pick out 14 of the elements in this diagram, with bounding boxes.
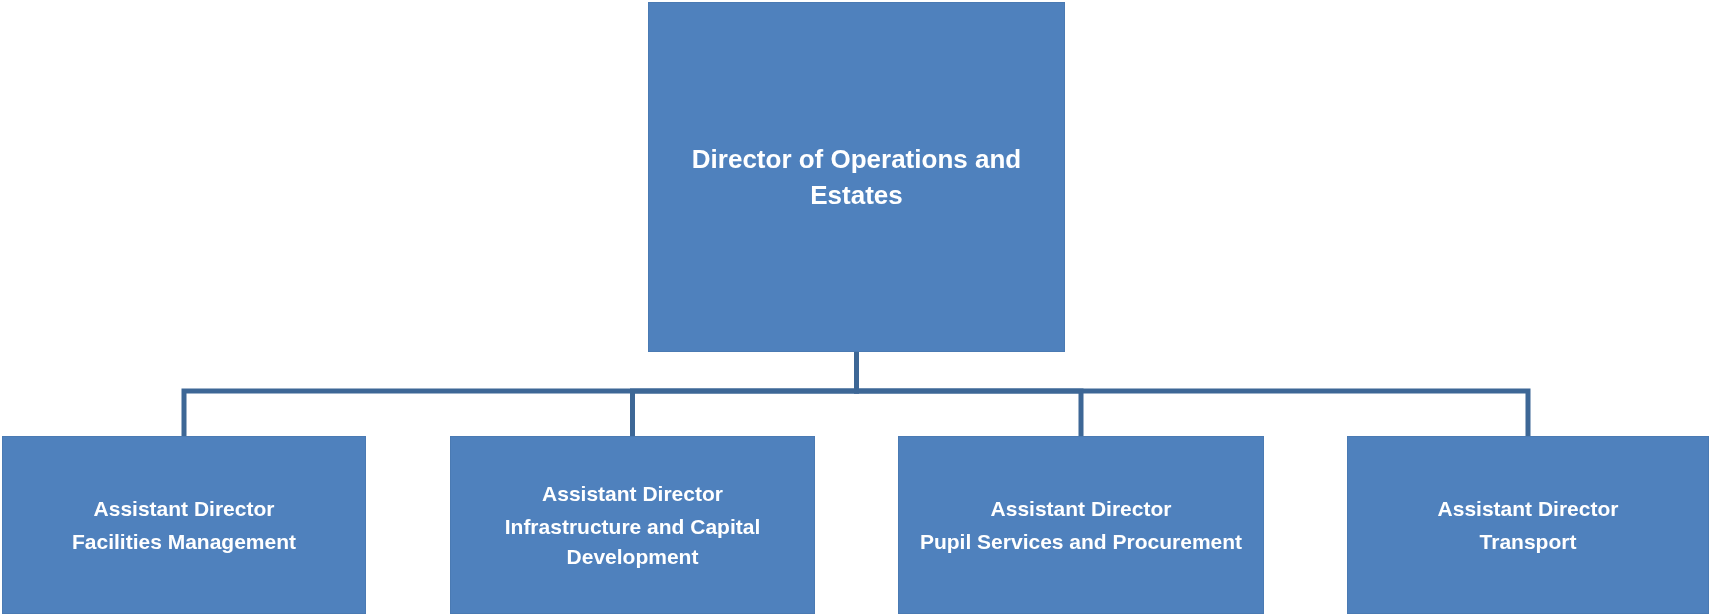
role-title: Assistant Director — [990, 495, 1172, 522]
role-box — [450, 436, 815, 614]
role-box — [2, 436, 366, 614]
role-name: Facilities Management — [71, 529, 297, 555]
role-name: Pupil Services and Procurement — [919, 529, 1243, 555]
role-box — [898, 436, 1264, 614]
role-title: Assistant Director — [542, 480, 723, 507]
role-title: Assistant Director — [93, 495, 275, 522]
role-name: Director of Operations and Estates — [690, 142, 1023, 212]
role-box — [1347, 436, 1709, 614]
role-name: Infrastructure and Capital Development — [503, 514, 762, 570]
role-name: Transport — [1479, 529, 1577, 555]
role-title: Assistant Director — [1437, 495, 1619, 522]
director-box — [648, 2, 1065, 352]
